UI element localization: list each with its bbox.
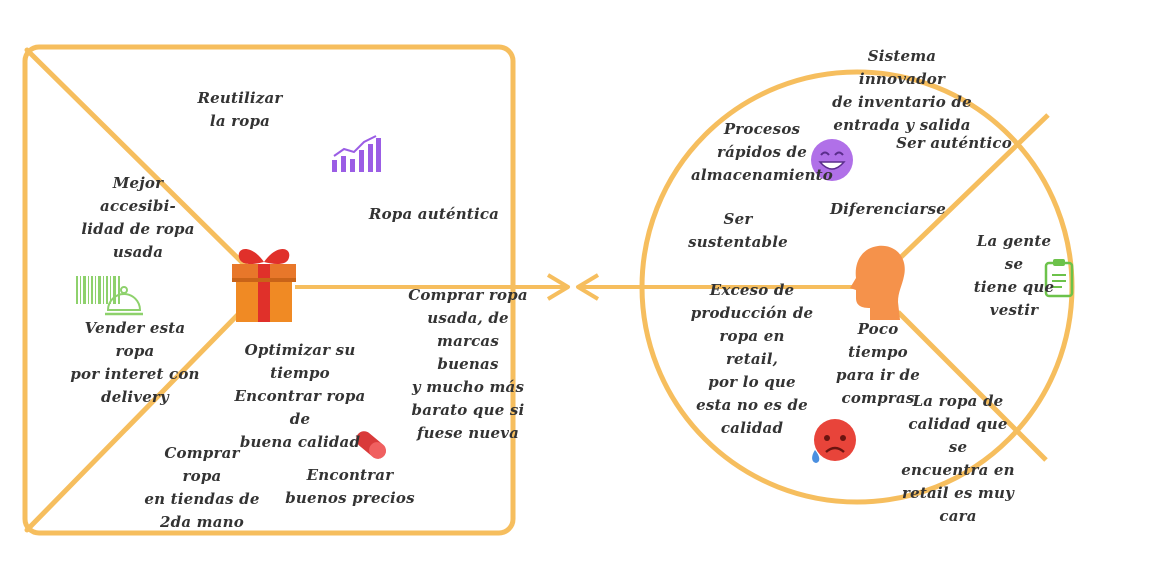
label-sustentable: Ser sustentable: [688, 210, 788, 251]
label-optimizar: Optimizar su tiempo Encontrar ropa de bu…: [234, 341, 366, 451]
bar-chart-icon: [332, 135, 381, 172]
connector-arrowhead-left: [576, 273, 600, 301]
smiling-face-icon: [811, 139, 853, 181]
label-poco-tiempo: Poco tiempo para ir de compras: [836, 320, 920, 407]
profile-divider-upper: [896, 113, 1050, 262]
food-cloche-icon: [105, 286, 143, 316]
label-exceso: Exceso de producción de ropa en retail, …: [690, 281, 814, 437]
product-map-frame: [22, 44, 516, 536]
label-sistema: Sistema innovador de inventario de entra…: [832, 47, 972, 134]
sad-face-icon: [812, 419, 856, 463]
label-diferenciarse: Diferenciarse: [829, 200, 947, 218]
product-divider-upper: [24, 47, 265, 285]
label-la-gente: La gente se tiene que vestir: [973, 232, 1055, 319]
pill-icon: [356, 431, 386, 459]
connector-arrowhead-right: [546, 273, 570, 301]
label-comprar-2da-mano: Comprar ropa en tiendas de 2da mano: [144, 444, 260, 531]
label-vender: Vender esta ropa por interet con deliver…: [70, 319, 200, 406]
profile-divider-lower: [896, 310, 1048, 462]
product-divider-lower: [24, 287, 265, 533]
clipboard-icon: [1044, 259, 1074, 298]
gift-icon: [232, 248, 296, 322]
label-ropa-calidad: La ropa de calidad que se encuentra en r…: [901, 392, 1015, 525]
label-ser-autentico: Ser auténtico: [896, 134, 1012, 152]
head-profile-icon: [850, 245, 905, 320]
label-buenos-precios: Encontrar buenos precios: [285, 466, 415, 507]
label-procesos: Procesos rápidos de almacenamiento: [690, 120, 834, 184]
barcode-icon: [76, 276, 120, 304]
label-mejor-accesibilidad: Mejor accesibi- lidad de ropa usada: [81, 174, 195, 261]
label-ropa-autentica: Ropa auténtica: [368, 205, 500, 223]
label-comprar-usada: Comprar ropa usada, de marcas buenas y m…: [408, 286, 528, 442]
label-reutilizar: Reutilizar la ropa: [197, 89, 283, 130]
